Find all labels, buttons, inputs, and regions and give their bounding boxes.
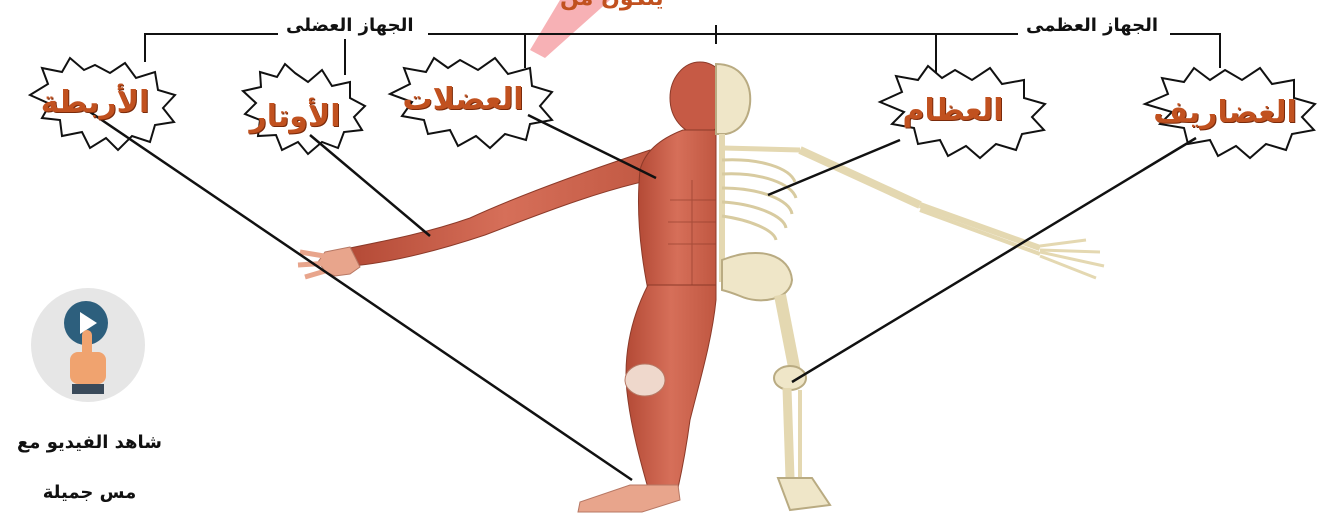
muscular-system-label: الجهاز العضلى	[278, 13, 422, 39]
teacher-name-text: مس جميلة	[2, 482, 177, 503]
muscles-label: العضلات	[383, 80, 543, 120]
tendons-label: الأوتار	[230, 97, 360, 137]
top-title: يتكون من	[560, 0, 664, 12]
cartilage-label: الغضاريف	[1135, 93, 1315, 133]
watch-video-text: شاهد الفيديو مع	[2, 432, 177, 453]
bones-label: العظام	[868, 91, 1038, 131]
video-badge[interactable]	[31, 288, 145, 402]
ligaments-label: الأربطة	[20, 83, 170, 123]
skeletal-system-label: الجهاز العظمى	[1018, 13, 1166, 39]
